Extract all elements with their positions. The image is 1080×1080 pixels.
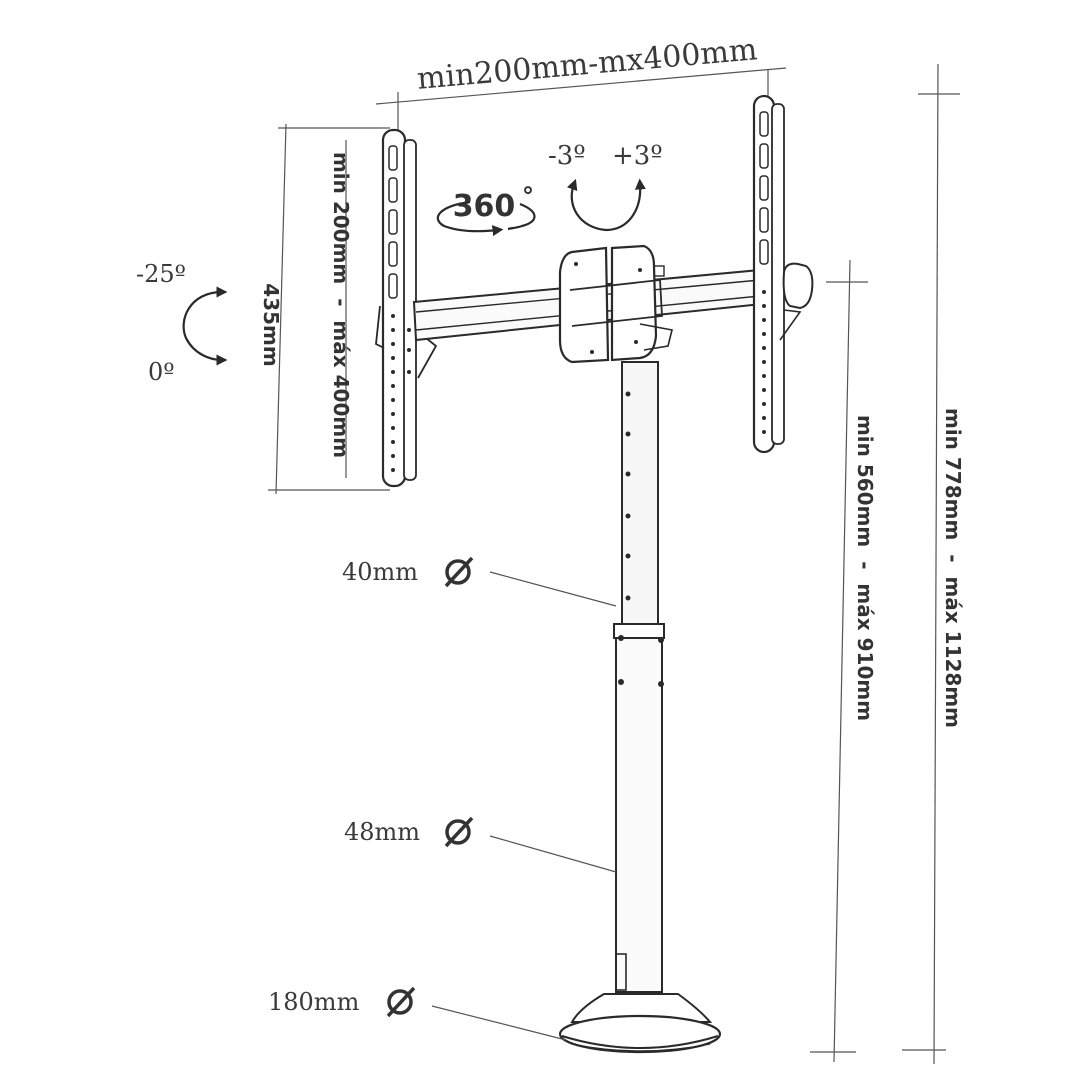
diameter-icon (386, 986, 416, 1018)
upper-pole-diameter-label: 40mm (342, 558, 418, 586)
plate-height-dimension: 435mm min 200mm - máx 400mm (259, 123, 390, 495)
lower-pole-diameter-label: 48mm (344, 818, 420, 846)
total-height-dimension: min 778mm - máx 1128mm (902, 63, 965, 1065)
rotate-right-label: +3º (612, 141, 663, 171)
curved-arrow-icon (566, 178, 646, 232)
curved-arrow-icon (182, 286, 228, 366)
arm-height-dimension: min 560mm - máx 910mm (810, 259, 877, 1063)
swivel-label: 360 (453, 189, 516, 224)
tilt-indicator: -25º 0º (136, 260, 228, 386)
swivel-indicator: 360 ° (436, 182, 536, 237)
upper-pole-diameter-callout: 40mm (342, 556, 617, 607)
plate-height-label: 435mm (259, 283, 283, 366)
lower-pole (613, 623, 665, 993)
diameter-icon (444, 556, 474, 588)
rotation-indicator: -3º +3º (548, 141, 663, 232)
tilt-top-label: -25º (136, 260, 186, 288)
top-width-dimension: min200mm-mx400mm (375, 32, 787, 130)
right-vesa-plate (752, 94, 814, 454)
upper-pole (621, 361, 659, 625)
swivel-degree: ° (522, 182, 534, 210)
base-diameter-callout: 180mm (268, 986, 567, 1041)
lower-pole-diameter-callout: 48mm (344, 816, 617, 873)
swivel-arrow-icon (436, 200, 504, 237)
center-clamp (558, 244, 673, 364)
arm-height-label: min 560mm - máx 910mm (853, 415, 877, 721)
top-width-label: min200mm-mx400mm (416, 32, 759, 97)
total-height-label: min 778mm - máx 1128mm (941, 408, 965, 728)
round-base (558, 993, 722, 1054)
knob-icon (782, 262, 814, 310)
base-diameter-label: 180mm (268, 988, 360, 1016)
left-vesa-plate (375, 128, 438, 488)
vesa-vertical-label: min 200mm - máx 400mm (329, 152, 353, 458)
rotate-left-label: -3º (548, 141, 586, 171)
tilt-bottom-label: 0º (148, 358, 175, 386)
diameter-icon (444, 816, 474, 848)
